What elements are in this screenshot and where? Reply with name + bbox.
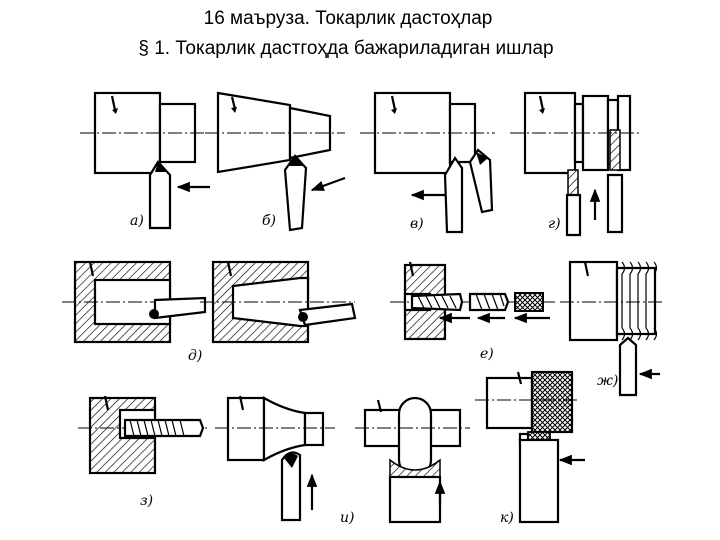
figure-label-a: а) bbox=[130, 213, 144, 229]
figure-label-v: в) bbox=[410, 216, 424, 232]
figure-label-z: з) bbox=[140, 493, 153, 509]
figure-g-grooving-parting: г) bbox=[510, 91, 640, 237]
figure-ball-turning bbox=[355, 396, 470, 524]
figure-label-i: и) bbox=[340, 510, 354, 526]
figure-label-b: б) bbox=[262, 213, 276, 229]
figure-label-g: г) bbox=[548, 216, 561, 232]
slide-subtitle: § 1. Токарлик дастгоҳда бажариладиган иш… bbox=[138, 38, 554, 59]
figure-label-zh: ж) bbox=[597, 373, 618, 389]
figure-zh-threading: ж) bbox=[560, 260, 665, 397]
figure-v-facing: в) bbox=[360, 91, 495, 234]
figure-b-taper-turning: б) bbox=[205, 91, 346, 232]
figure-e-drilling: е) bbox=[390, 261, 555, 362]
slide-title: 16 маъруза. Токарлик дастоҳлар bbox=[203, 8, 493, 29]
figure-z-tapping: з) bbox=[78, 395, 210, 509]
figure-label-k: к) bbox=[500, 510, 514, 526]
figure-label-d: д) bbox=[188, 348, 202, 364]
figure-d-boring: д) bbox=[62, 260, 357, 364]
figure-label-e: е) bbox=[480, 346, 494, 362]
figure-i-form-turning: и) bbox=[215, 395, 354, 526]
figure-a-straight-turning: а) bbox=[80, 91, 210, 230]
figure-k-knurling: к) bbox=[475, 370, 585, 526]
